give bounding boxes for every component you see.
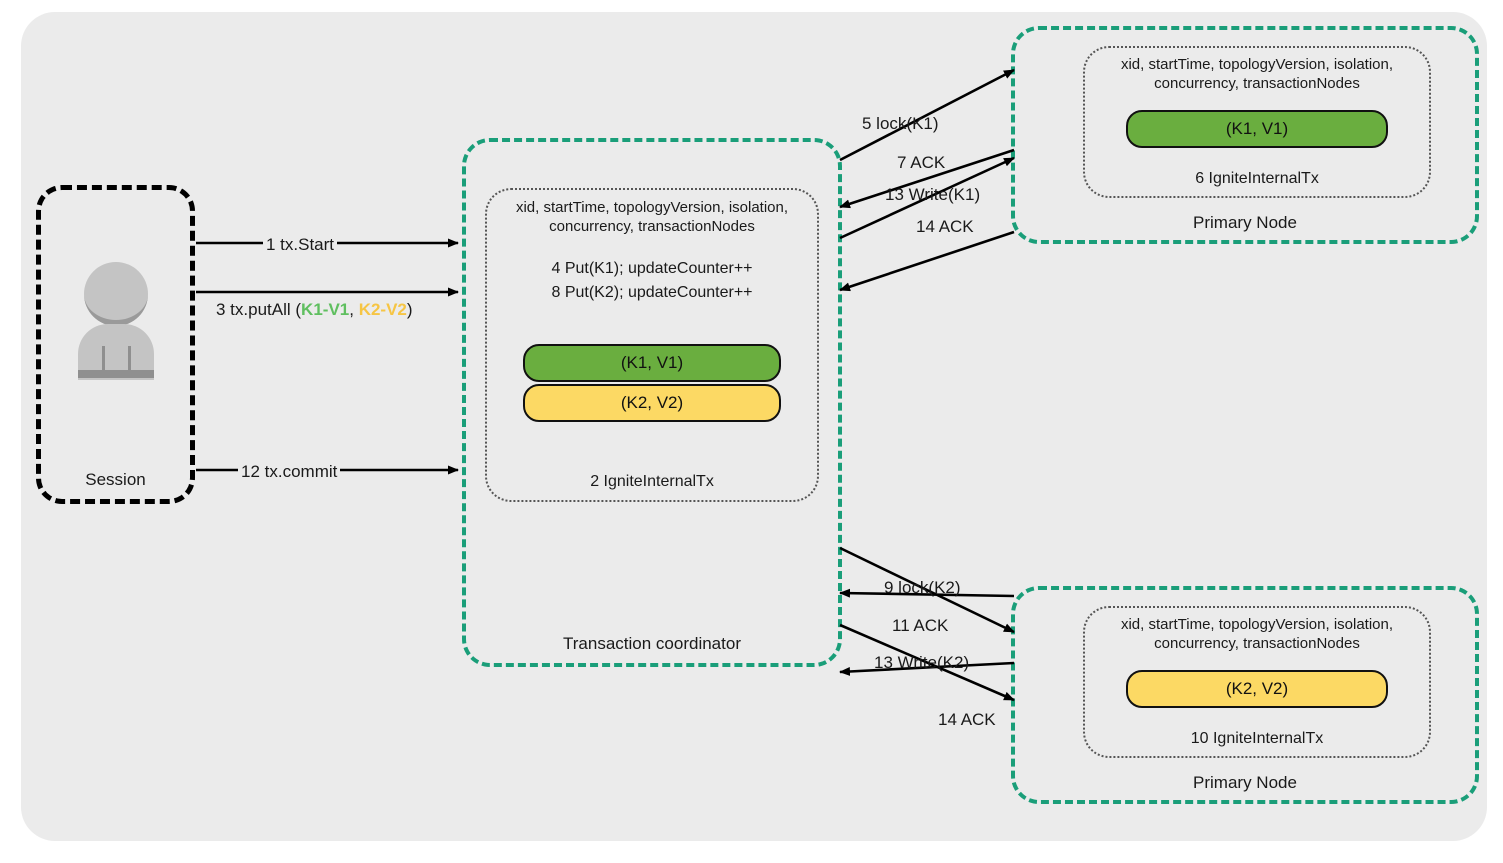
label-lock-k1: 5 lock(K1) bbox=[862, 114, 939, 133]
primary-node-top-pill-k1: (K1, V1) bbox=[1126, 110, 1388, 148]
label-ack-14-top: 14 ACK bbox=[916, 217, 974, 236]
label-tx-putall: 3 tx.putAll (K1-V1, K2-V2) bbox=[216, 300, 413, 320]
primary-node-bottom-internal-tx-box bbox=[1083, 606, 1431, 758]
label-tx-start: 1 tx.Start bbox=[263, 235, 338, 255]
label-ack-11: 11 ACK bbox=[892, 616, 949, 635]
label-write-k1: 13 Write(K1) bbox=[885, 185, 981, 204]
transaction-coordinator-caption: Transaction coordinator bbox=[563, 634, 741, 653]
primary-node-top-meta-text: xid, startTime, topologyVersion, isolati… bbox=[1120, 56, 1394, 92]
coordinator-operations-text: 4 Put(K1); updateCounter++ 8 Put(K2); up… bbox=[551, 260, 753, 301]
label-write-k2: 13 Write(K2) bbox=[874, 653, 970, 672]
primary-node-bottom-pill-k2: (K2, V2) bbox=[1126, 670, 1388, 708]
label-tx-commit: 12 tx.commit bbox=[238, 462, 341, 482]
coordinator-pill-k2: (K2, V2) bbox=[523, 384, 781, 422]
label-tx-putall-sep: , bbox=[349, 300, 359, 319]
primary-node-top-caption: Primary Node bbox=[1193, 213, 1297, 232]
coordinator-inner-caption: 2 IgniteInternalTx bbox=[590, 473, 714, 490]
person-icon bbox=[70, 250, 162, 380]
primary-node-top-internal-tx-box bbox=[1083, 46, 1431, 198]
primary-node-bottom-meta-text: xid, startTime, topologyVersion, isolati… bbox=[1120, 616, 1394, 652]
transaction-coordinator-box bbox=[462, 138, 842, 667]
label-ack-7: 7 ACK bbox=[897, 153, 946, 172]
primary-node-top-inner-caption: 6 IgniteInternalTx bbox=[1195, 170, 1319, 187]
label-tx-putall-k1: K1-V1 bbox=[301, 300, 350, 319]
coordinator-internal-tx-box bbox=[485, 188, 819, 502]
label-tx-putall-k2: K2-V2 bbox=[358, 300, 407, 319]
coordinator-pill-k1: (K1, V1) bbox=[523, 344, 781, 382]
coordinator-meta-text: xid, startTime, topologyVersion, isolati… bbox=[515, 199, 789, 235]
label-ack-14-bottom: 14 ACK bbox=[938, 710, 996, 729]
label-tx-putall-prefix: 3 tx.putAll ( bbox=[216, 300, 302, 319]
label-tx-putall-suffix: ) bbox=[406, 300, 413, 319]
session-box bbox=[36, 185, 195, 504]
primary-node-bottom-inner-caption: 10 IgniteInternalTx bbox=[1190, 730, 1324, 747]
primary-node-bottom-caption: Primary Node bbox=[1193, 773, 1297, 792]
session-label: Session bbox=[85, 470, 146, 489]
label-lock-k2: 9 lock(K2) bbox=[884, 578, 961, 597]
